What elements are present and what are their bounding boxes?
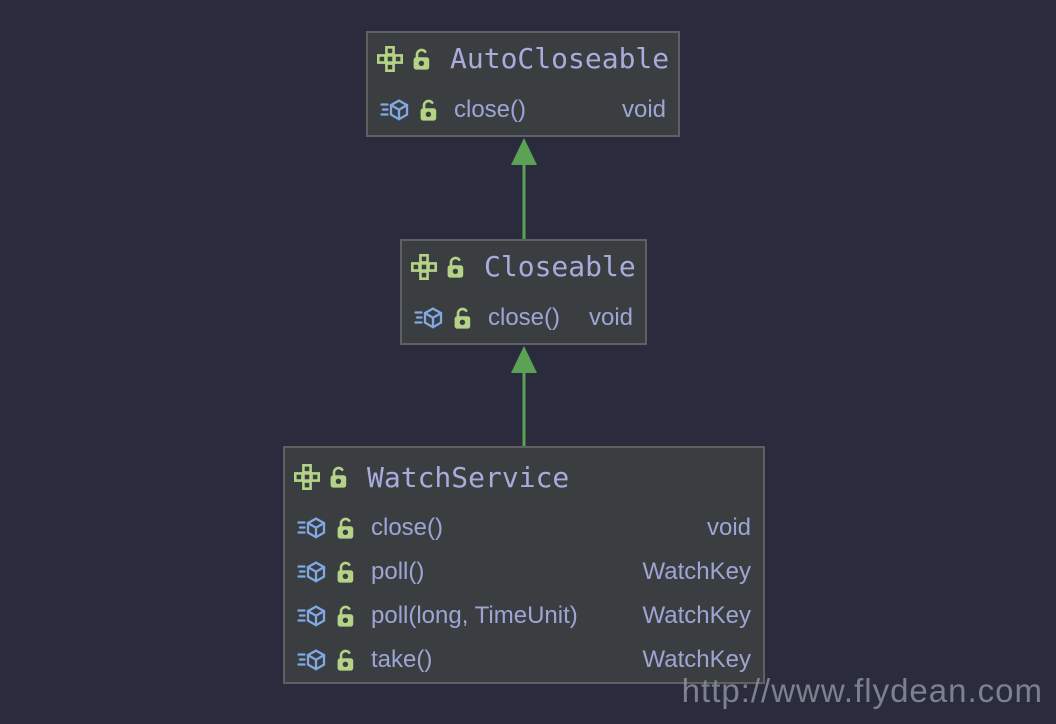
generalization-arrow-watchservice-to-closeable <box>511 346 537 446</box>
class-header[interactable]: WatchService <box>285 448 763 506</box>
method-return-type: void <box>588 303 633 331</box>
method-name: poll(long, TimeUnit) <box>371 602 578 629</box>
method-return-type: void <box>621 95 666 123</box>
method-icon <box>297 604 327 628</box>
method-return-type: WatchKey <box>642 602 751 629</box>
lock-icon <box>452 306 474 330</box>
method-name: poll() <box>371 558 425 585</box>
interface-icon <box>411 254 437 280</box>
method-return-type: WatchKey <box>642 646 751 673</box>
method-icon <box>297 560 327 584</box>
uml-node-closeable[interactable]: Closeable close() void <box>400 239 647 345</box>
method-return-type: WatchKey <box>642 558 751 585</box>
watermark: http://www.flydean.com <box>681 672 1043 709</box>
interface-icon <box>294 464 320 490</box>
method-row[interactable]: poll() WatchKey <box>285 550 763 594</box>
method-icon <box>297 516 327 540</box>
class-header[interactable]: Closeable <box>402 241 645 292</box>
method-name: close() <box>488 303 561 331</box>
method-row[interactable]: close() void <box>402 292 645 343</box>
method-icon <box>380 98 410 122</box>
method-icon <box>414 306 444 330</box>
lock-icon <box>328 465 350 489</box>
lock-icon <box>335 560 357 584</box>
method-return-type: void <box>706 514 751 541</box>
class-title: WatchService <box>367 460 570 494</box>
lock-icon <box>335 648 357 672</box>
lock-icon <box>335 604 357 628</box>
method-row[interactable]: take() WatchKey <box>285 638 763 682</box>
class-title: Closeable <box>484 250 636 283</box>
class-header[interactable]: AutoCloseable <box>368 33 678 84</box>
method-name: close() <box>454 95 527 123</box>
generalization-arrow-closeable-to-autocloseable <box>511 138 537 239</box>
class-title: AutoCloseable <box>450 42 670 75</box>
method-icon <box>297 648 327 672</box>
method-row[interactable]: close() void <box>285 506 763 550</box>
method-row[interactable]: poll(long, TimeUnit) WatchKey <box>285 594 763 638</box>
uml-node-watchservice[interactable]: WatchService close() void poll() WatchKe… <box>283 446 765 684</box>
method-row[interactable]: close() void <box>368 84 678 135</box>
lock-icon <box>418 98 440 122</box>
uml-node-autocloseable[interactable]: AutoCloseable close() void <box>366 31 680 137</box>
lock-icon <box>411 47 433 71</box>
lock-icon <box>445 255 467 279</box>
method-name: close() <box>371 514 444 541</box>
interface-icon <box>377 46 403 72</box>
lock-icon <box>335 516 357 540</box>
method-name: take() <box>371 646 433 673</box>
